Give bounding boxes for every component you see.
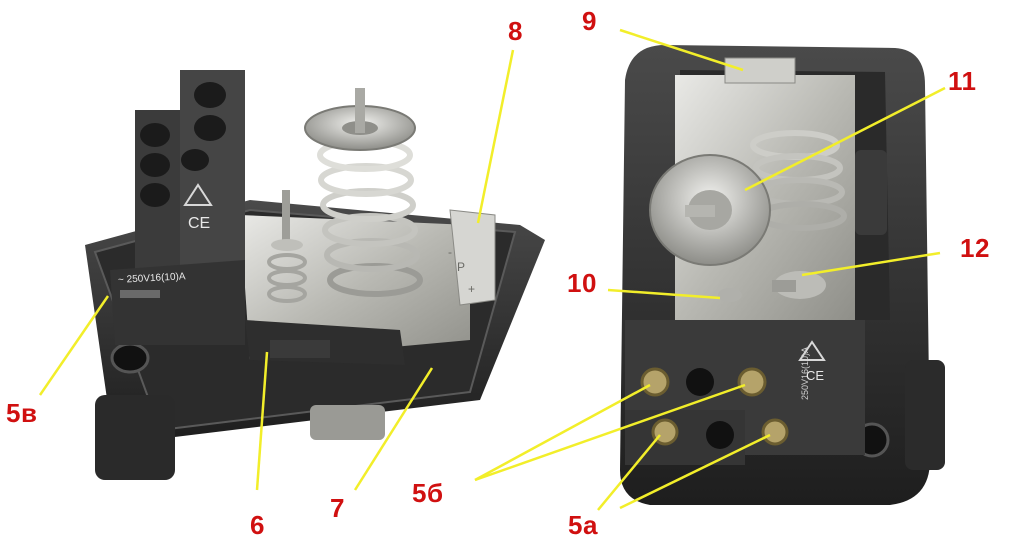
right-side-arm: [855, 150, 887, 235]
pointer-10: [607, 288, 721, 300]
pointer-6: [255, 351, 269, 491]
callout-5b: 5б: [412, 478, 444, 508]
callout-5a: 5a: [568, 510, 598, 540]
ce-mark-right: CE: [806, 368, 825, 383]
callout-12: 12: [960, 233, 990, 263]
right-warning-triangle: [798, 340, 826, 361]
plate-p-mark: P: [457, 260, 466, 274]
callout-8: 8: [508, 16, 523, 46]
pointer-5b-a: [474, 383, 651, 482]
pointer-11: [744, 86, 946, 192]
callout-6: 6: [250, 510, 265, 540]
pointer-5b-b: [474, 383, 746, 482]
pointer-5a-a: [597, 434, 661, 511]
terminal-block-left: [110, 70, 245, 345]
pointer-9: [619, 28, 744, 72]
pointer-5v: [38, 295, 110, 396]
small-spring: [267, 190, 307, 303]
right-side-pillar: [905, 360, 945, 470]
right-top-clip: [724, 57, 796, 84]
right-spring: [649, 130, 847, 266]
terminal-block-right: [625, 320, 865, 465]
callout-7: 7: [330, 493, 345, 523]
callout-5v: 5в: [6, 398, 38, 428]
callout-9: 9: [582, 6, 597, 36]
left-device: [85, 70, 545, 480]
left-brass-fitting: [310, 405, 385, 440]
plate-minus-mark: -: [448, 245, 452, 259]
right-device: [620, 45, 945, 505]
callout-11: 11: [948, 66, 977, 96]
right-small-adjuster: [718, 271, 826, 302]
pointer-5a-b: [619, 433, 771, 510]
large-spring-bolt: [355, 88, 365, 133]
warning-triangle: [183, 183, 213, 206]
large-spring: [304, 88, 423, 297]
pointer-8: [476, 49, 515, 224]
plate-plus-mark: +: [468, 282, 476, 296]
pointer-lines: [38, 28, 946, 511]
left-base-leg: [95, 395, 175, 480]
pointer-12: [801, 251, 941, 277]
ce-mark-left: CE: [188, 215, 211, 232]
left-base-hole: [110, 342, 150, 374]
callout-10: 10: [567, 268, 597, 298]
pointer-7: [353, 367, 434, 491]
